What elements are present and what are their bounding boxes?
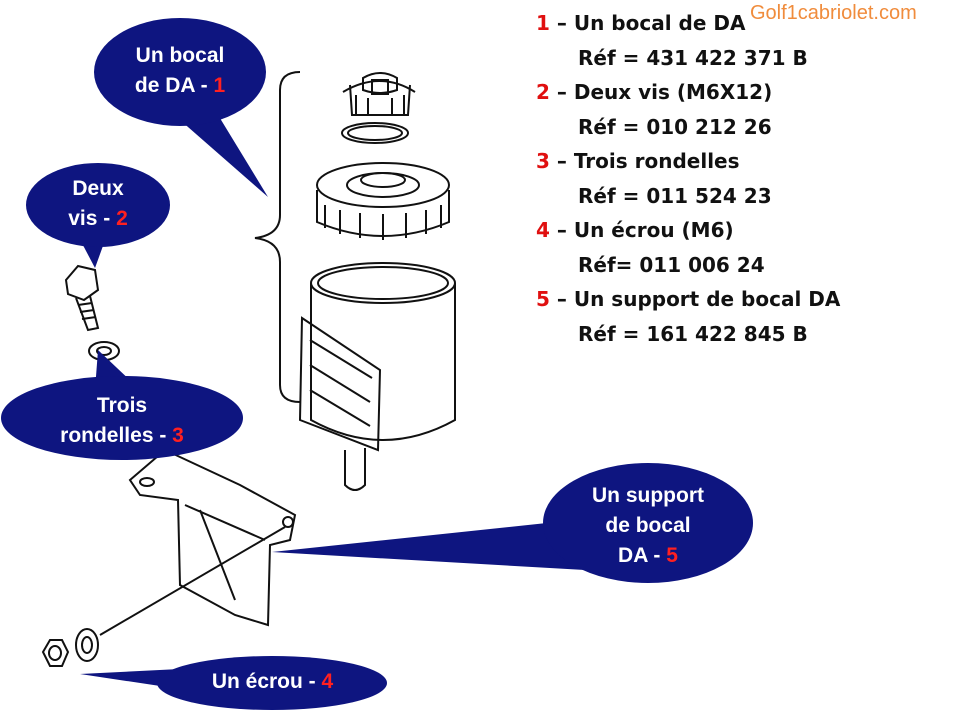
bolt-and-washer <box>64 264 120 361</box>
callout-support-line3: DA - 5 <box>568 541 728 571</box>
reservoir-lid <box>316 162 450 240</box>
callout-vis-text: vis - <box>68 207 117 230</box>
callout-vis-label: Deux vis - 2 <box>38 174 158 234</box>
legend-part-name: – Un support de bocal DA <box>556 287 841 311</box>
callout-rondelles-label: Trois rondelles - 3 <box>22 391 222 451</box>
callout-rondelles-bubble <box>1 376 243 460</box>
callout-bocal-number: 1 <box>213 74 226 97</box>
callout-support-line1: Un support <box>592 484 704 507</box>
legend-item-5: 5 – Un support de bocal DA <box>536 282 840 317</box>
legend-reference: Réf = 010 212 26 <box>578 114 772 139</box>
callout-vis-line2: vis - 2 <box>38 204 158 234</box>
legend-part-name: – Un bocal de DA <box>556 11 746 35</box>
callout-support-label: Un support de bocal DA - 5 <box>568 481 728 571</box>
legend-number: 3 <box>536 149 550 173</box>
callout-bocal-line1: Un bocal <box>135 44 225 67</box>
watermark: Golf1cabriolet.com <box>750 2 917 24</box>
callout-bocal-line2: de DA - 1 <box>110 71 250 101</box>
callout-vis-line1: Deux <box>72 177 124 200</box>
callout-bocal-shape <box>180 110 268 197</box>
legend-number: 4 <box>536 218 550 242</box>
callout-rondelles-number: 3 <box>172 424 184 447</box>
callout-rondelles-line2: rondelles - 3 <box>22 421 222 451</box>
nut-and-washer <box>41 526 286 667</box>
legend-part-name: – Deux vis (M6X12) <box>556 80 773 104</box>
callout-rondelles-text: rondelles - <box>60 424 173 447</box>
legend-item-3: 3 – Trois rondelles <box>536 144 840 179</box>
callout-bocal-label: Un bocal de DA - 1 <box>110 41 250 101</box>
legend-number: 5 <box>536 287 550 311</box>
legend-part-name: – Trois rondelles <box>556 149 740 173</box>
parts-legend: 1 – Un bocal de DA Réf = 431 422 371 B 2… <box>536 6 840 351</box>
legend-reference: Réf = 431 422 371 B <box>578 45 808 70</box>
callout-ecrou-number: 4 <box>321 670 334 693</box>
legend-reference: Réf= 011 006 24 <box>578 252 765 277</box>
legend-reference: Réf = 161 422 845 B <box>578 321 808 346</box>
legend-item-2: 2 – Deux vis (M6X12) <box>536 75 840 110</box>
legend-part-name: – Un écrou (M6) <box>556 218 734 242</box>
callout-rondelles-line1: Trois <box>96 394 148 417</box>
reservoir-bracket <box>128 448 297 627</box>
callout-support-line2: de bocal <box>605 514 691 537</box>
callout-bocal-text: de DA - <box>134 74 214 97</box>
callout-bocal-bubble <box>94 18 266 126</box>
callout-vis-number: 2 <box>116 207 128 230</box>
legend-number: 2 <box>536 80 550 104</box>
legend-item-4: 4 – Un écrou (M6) <box>536 213 840 248</box>
callout-support-number: 5 <box>666 544 678 567</box>
callout-ecrou-text: Un écrou - <box>211 670 322 693</box>
callout-support-bubble <box>543 463 753 583</box>
callout-ecrou-bubble <box>157 656 387 710</box>
legend-number: 1 <box>536 11 550 35</box>
callout-ecrou-label: Un écrou - 4 <box>180 667 365 697</box>
reservoir-body <box>298 262 456 491</box>
legend-reference: Réf = 011 524 23 <box>578 183 772 208</box>
callout-support-text: DA - <box>618 544 667 567</box>
callout-support-shape <box>272 520 585 570</box>
legend-item-1: 1 – Un bocal de DA <box>536 6 840 41</box>
part-1-brace <box>254 71 301 403</box>
reservoir-cap <box>341 72 416 144</box>
callout-vis-bubble <box>26 163 170 247</box>
